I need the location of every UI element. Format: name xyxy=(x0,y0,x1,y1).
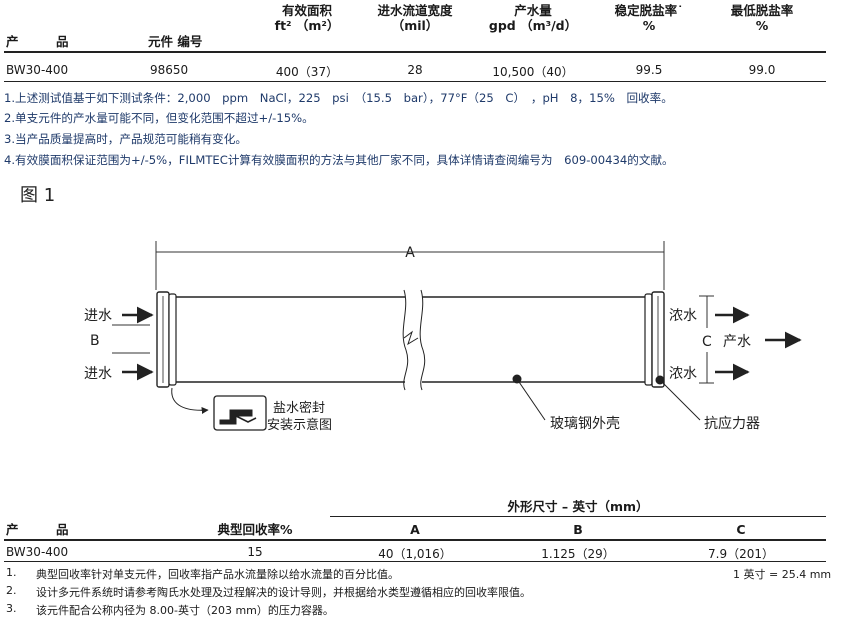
t1-cell-product: BW30-400 xyxy=(6,63,69,77)
t1-header-stable-line2: % xyxy=(642,18,656,33)
t1-cell-spacer: 28 xyxy=(407,63,423,77)
label-c: C xyxy=(702,334,712,350)
left-end-cap xyxy=(156,291,177,388)
t1-header-min-rejection: 最低脱盐率 % xyxy=(712,3,812,33)
seal-label-line2: 安装示意图 xyxy=(267,417,332,433)
t2-cell-product: BW30-400 xyxy=(6,545,69,559)
atd-leader xyxy=(659,379,701,421)
seal-leader xyxy=(171,387,209,414)
t2-note-2: 设计多元件系统时请参考陶氏水处理及过程解决的设计导则，并根据给水类型遵循相应的回… xyxy=(36,586,531,599)
label-b: B xyxy=(90,333,100,349)
t1-header-spacer-line1: 进水流道宽度 xyxy=(377,3,453,18)
t1-row-rule xyxy=(4,81,826,82)
t2-cell-a: 40（1,016） xyxy=(378,547,452,561)
unit-conversion: 1 英寸 = 25.4 mm xyxy=(733,568,832,581)
brine-seal-detail xyxy=(213,395,267,431)
t2-header-recovery: 典型回收率% xyxy=(217,522,293,537)
t2-note-3-num: 3. xyxy=(6,602,17,615)
shell-leader xyxy=(516,378,546,421)
dimension-a xyxy=(155,241,665,290)
t1-header-stable-rejection: 稳定脱盐率˙ % xyxy=(596,3,702,33)
feed-label-top: 进水 xyxy=(84,308,112,324)
t1-note-3: 3.当产品质量提高时，产品规范可能稍有变化。 xyxy=(4,132,247,146)
t1-cell-area: 400（37） xyxy=(275,65,339,79)
figure-caption: 图 1 xyxy=(20,185,56,206)
t1-header-spacer-line2: （mil） xyxy=(391,18,439,33)
t2-header-c: C xyxy=(736,522,746,537)
t2-cell-c: 7.9（201） xyxy=(708,547,774,561)
t2-note-1: 典型回收率针对单支元件，回收率指产品水流量除以给水流量的百分比值。 xyxy=(36,568,399,581)
t2-header-a: A xyxy=(410,522,420,537)
brine-label-bottom: 浓水 xyxy=(669,366,697,382)
t1-header-spacer: 进水流道宽度 （mil） xyxy=(360,3,470,33)
t1-header-min-line2: % xyxy=(755,18,769,33)
dimension-b xyxy=(112,324,150,354)
t2-header-b: B xyxy=(573,522,583,537)
t2-header-product: 产 品 xyxy=(6,522,69,537)
t1-header-area-line1: 有效面积 xyxy=(281,3,332,18)
t1-header-area-line2: ft² （m²） xyxy=(274,18,340,33)
element-body xyxy=(175,289,646,391)
t1-cell-flow: 10,500（40） xyxy=(492,65,574,79)
atd-label: 抗应力器 xyxy=(704,415,760,432)
t1-header-flow-line1: 产水量 xyxy=(514,3,552,18)
t1-header-min-line1: 最低脱盐率 xyxy=(730,3,794,18)
t2-group-header: 外形尺寸 – 英寸（mm） xyxy=(507,499,649,514)
t2-header-rule xyxy=(4,539,826,541)
t1-header-stable-line1: 稳定脱盐率˙ xyxy=(614,3,684,18)
t1-cell-stable: 99.5 xyxy=(635,63,663,77)
t1-header-flow: 产水量 gpd （m³/d） xyxy=(478,3,588,33)
t1-header-product: 产 品 xyxy=(6,34,69,49)
t2-row-rule xyxy=(4,561,826,562)
t1-note-4: 4.有效膜面积保证范围为+/-5%，FILMTEC计算有效膜面积的方法与其他厂家… xyxy=(4,153,674,167)
t2-cell-recovery: 15 xyxy=(247,545,263,559)
label-a: A xyxy=(405,245,415,261)
seal-label-line1: 盐水密封 xyxy=(273,400,325,416)
t1-note-1: 1.上述测试值基于如下测试条件：2,000 ppm NaCl，225 psi （… xyxy=(4,91,673,105)
t2-group-rule xyxy=(330,516,826,517)
shell-label: 玻璃钢外壳 xyxy=(550,415,620,432)
brine-label-top: 浓水 xyxy=(669,308,697,324)
t1-cell-min: 99.0 xyxy=(748,63,776,77)
t1-header-part-no: 元件 编号 xyxy=(148,34,203,49)
t2-note-1-num: 1. xyxy=(6,566,17,579)
permeate-label: 产水 xyxy=(723,334,751,350)
t1-cell-part-no: 98650 xyxy=(150,63,189,77)
t1-header-rule xyxy=(4,51,826,53)
t1-note-2: 2.单支元件的产水量可能不同，但变化范围不超过+/-15%。 xyxy=(4,111,314,125)
dimension-c xyxy=(699,295,714,384)
t2-note-2-num: 2. xyxy=(6,584,17,597)
feed-label-bottom: 进水 xyxy=(84,366,112,382)
right-end-cap xyxy=(644,291,665,388)
t1-header-area: 有效面积 ft² （m²） xyxy=(262,3,352,33)
t1-header-flow-line2: gpd （m³/d） xyxy=(488,18,578,33)
t2-note-3: 该元件配合公称内径为 8.00-英寸（203 mm）的压力容器。 xyxy=(36,604,334,617)
t2-cell-b: 1.125（29） xyxy=(541,547,615,561)
